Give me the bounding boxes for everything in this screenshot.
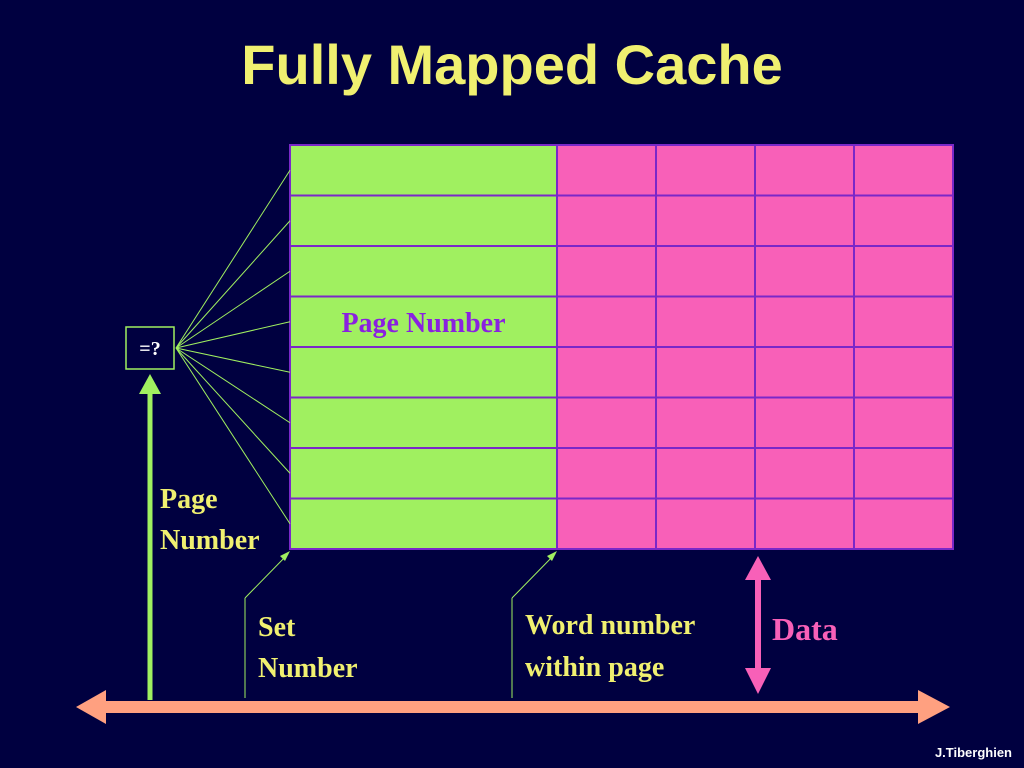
comparator-box	[125, 326, 175, 370]
data-cell	[655, 194, 756, 247]
set-number-label-line2: Number	[258, 653, 358, 684]
set-number-diagonal-line	[244, 553, 289, 599]
fan-line	[175, 347, 291, 373]
data-cell	[754, 245, 855, 298]
data-cell	[655, 447, 756, 500]
author-footer: J.Tiberghien	[935, 745, 1012, 760]
comparator-label: =?	[139, 338, 160, 360]
data-cell	[655, 245, 756, 298]
data-cell	[754, 497, 855, 550]
bus-arrow	[76, 690, 950, 724]
data-cell	[853, 194, 954, 247]
data-cell	[556, 447, 657, 500]
page-number-arrow	[139, 374, 161, 700]
data-cell	[655, 295, 756, 348]
data-cell	[754, 447, 855, 500]
tag-cell	[289, 497, 558, 550]
set-number-pointer	[244, 551, 290, 698]
fan-line	[175, 169, 291, 349]
data-arrow-head-down	[745, 668, 771, 694]
comparator-fan-lines	[175, 169, 291, 525]
data-cell	[655, 144, 756, 197]
page-number-label-line2: Number	[160, 525, 260, 556]
data-cell	[754, 396, 855, 449]
data-cell	[754, 144, 855, 197]
word-number-pointer	[511, 551, 557, 698]
data-cell	[853, 396, 954, 449]
tag-cell	[289, 295, 558, 348]
data-cell	[853, 144, 954, 197]
data-arrow	[745, 556, 771, 694]
fan-line	[175, 220, 291, 349]
set-number-label-line1: Set	[258, 612, 296, 643]
tag-cell	[289, 194, 558, 247]
fan-line	[175, 347, 291, 424]
tag-cell	[289, 346, 558, 399]
tag-cell	[289, 144, 558, 197]
fan-line	[175, 347, 291, 525]
data-cell	[655, 497, 756, 550]
data-cell	[853, 447, 954, 500]
fan-line	[175, 321, 291, 349]
bus-arrow-head-right	[918, 690, 950, 724]
data-cell	[754, 295, 855, 348]
slide-title: Fully Mapped Cache	[241, 33, 782, 96]
data-cell	[853, 245, 954, 298]
fan-line	[175, 270, 291, 349]
data-cell	[556, 245, 657, 298]
data-cell	[556, 346, 657, 399]
data-cell	[853, 295, 954, 348]
data-label: Data	[772, 611, 838, 647]
word-number-diagonal-line	[511, 553, 556, 599]
data-cell	[556, 396, 657, 449]
page-number-arrow-head	[139, 374, 161, 394]
data-cell	[655, 396, 756, 449]
tag-cell	[289, 396, 558, 449]
data-cell	[853, 346, 954, 399]
bus-arrow-head-left	[76, 690, 106, 724]
data-cell	[556, 295, 657, 348]
word-number-label-line2: within page	[525, 652, 664, 683]
data-cell	[655, 346, 756, 399]
word-number-arrow-head	[547, 551, 557, 561]
data-cell	[754, 346, 855, 399]
set-number-arrow-head	[280, 551, 290, 561]
data-cell	[853, 497, 954, 550]
data-cell	[556, 144, 657, 197]
page-number-label-line1: Page	[160, 484, 218, 515]
data-arrow-head-up	[745, 556, 771, 580]
data-cell	[556, 194, 657, 247]
tag-cell	[289, 447, 558, 500]
comparator: =?	[125, 326, 175, 370]
tag-cell	[289, 245, 558, 298]
data-cell	[754, 194, 855, 247]
tag-row-label: Page Number	[341, 308, 505, 339]
word-number-label-line1: Word number	[525, 610, 695, 641]
data-cell	[556, 497, 657, 550]
cache-table: Page Number	[289, 144, 954, 550]
fan-line	[175, 347, 291, 474]
